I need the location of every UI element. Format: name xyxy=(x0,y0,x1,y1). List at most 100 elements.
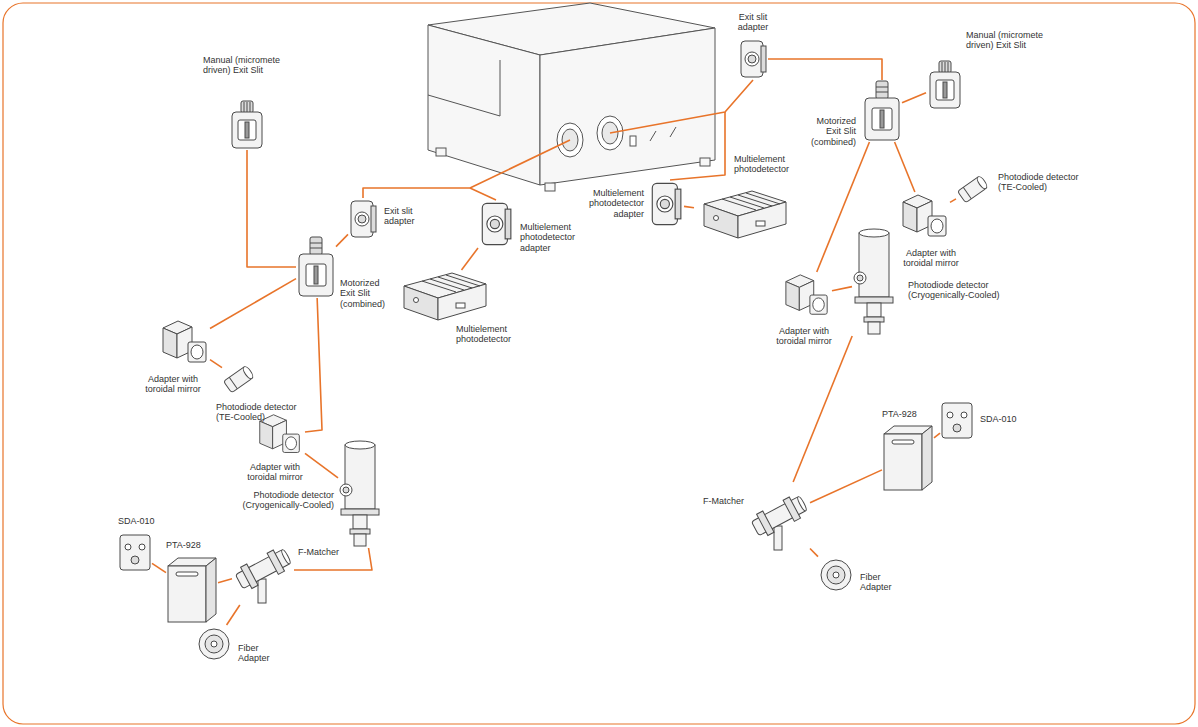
monochromator-illustration xyxy=(428,3,715,191)
fiber-adapter-icon xyxy=(821,560,851,590)
component-label: SDA-010 xyxy=(980,414,1030,424)
component-label: Multielement photodetector xyxy=(456,324,531,345)
connector-line xyxy=(793,336,852,482)
component-label: Photodiode detector (TE-Cooled) xyxy=(998,172,1093,193)
multielement-detector-icon xyxy=(704,191,786,238)
connector-line xyxy=(902,93,926,103)
motorized-slit-icon xyxy=(865,81,899,140)
component-label: Adapter with toroidal mirror xyxy=(774,326,834,347)
connector-line xyxy=(810,549,818,557)
label-holder: Multielement photodetector adapter xyxy=(570,188,644,219)
component-label: Photodiode detector (Cryogenically-Coole… xyxy=(908,280,1020,301)
connector-line xyxy=(817,142,870,272)
port-wire xyxy=(363,140,570,198)
sda-icon xyxy=(120,535,150,570)
label-holder: Multielement photodetector xyxy=(456,324,531,345)
label-holder: SDA-010 xyxy=(118,516,168,526)
label-holder: Photodiode detector (Cryogenically-Coole… xyxy=(238,490,334,511)
label-holder: Fiber Adapter xyxy=(238,643,282,664)
component-label: Photodiode detector (TE-Cooled) xyxy=(216,402,311,423)
component-label: Photodiode detector (Cryogenically-Coole… xyxy=(238,490,334,511)
component-node: Fiber Adapter xyxy=(818,556,854,594)
component-node: Motorized Exit Slit (combined) xyxy=(862,80,902,142)
label-holder: Photodiode detector (Cryogenically-Coole… xyxy=(908,280,1020,301)
component-label: Multielement photodetector adapter xyxy=(520,222,595,253)
toroidal-adapter-icon xyxy=(163,321,206,362)
port-wire xyxy=(470,188,496,200)
label-holder: Adapter with toroidal mirror xyxy=(240,462,310,483)
component-node: Adapter with toroidal mirror xyxy=(782,272,832,320)
component-label: PTA-928 xyxy=(882,409,936,419)
component-node: Multielement photodetector adapter xyxy=(478,200,514,248)
component-node: Adapter with toroidal mirror xyxy=(900,192,950,242)
connector-line xyxy=(950,199,956,203)
connector-line xyxy=(227,605,240,625)
toroidal-adapter-icon xyxy=(786,275,827,314)
component-node: Exit slit adapter xyxy=(738,38,768,80)
component-node: Manual (micromete driven) Exit Slit xyxy=(228,100,266,150)
connector-line xyxy=(305,298,322,432)
te-photodiode-icon xyxy=(958,175,989,203)
pta-icon xyxy=(168,558,216,622)
connector-line xyxy=(462,248,479,270)
component-label: Multielement photodetector adapter xyxy=(570,188,644,219)
label-holder: Motorized Exit Slit (combined) xyxy=(340,278,390,309)
detector-adapter-icon xyxy=(482,203,511,244)
component-node: Adapter with toroidal mirror xyxy=(160,318,210,368)
component-label: Multielement photodetector xyxy=(734,154,824,175)
component-node: Fiber Adapter xyxy=(196,625,232,663)
connector-line xyxy=(210,360,222,368)
cryo-photodiode-icon xyxy=(854,229,893,334)
port-wires xyxy=(363,80,753,200)
component-label: Fiber Adapter xyxy=(860,572,904,593)
label-holder: Exit slit adapter xyxy=(384,206,444,227)
connector-line xyxy=(895,142,915,192)
component-node: SDA-010 xyxy=(940,400,974,440)
component-node: Multielement photodetector xyxy=(694,188,790,240)
connector-line xyxy=(336,234,348,246)
component-label: Exit slit adapter xyxy=(723,12,783,33)
toroidal-adapter-icon xyxy=(903,195,946,236)
connector-line xyxy=(934,433,940,438)
connector-line xyxy=(768,59,882,80)
port-wire xyxy=(610,80,753,133)
sda-icon xyxy=(942,403,972,438)
connector-line xyxy=(294,548,372,570)
motorized-slit-icon xyxy=(299,237,333,296)
label-holder: F-Matcher xyxy=(298,547,352,557)
connector-line xyxy=(152,563,166,572)
component-label: Adapter with toroidal mirror xyxy=(140,374,206,395)
component-label: Adapter with toroidal mirror xyxy=(240,462,310,483)
component-node: SDA-010 xyxy=(118,532,152,572)
component-label: Motorized Exit Slit (combined) xyxy=(800,116,856,147)
component-node: Photodiode detector (TE-Cooled) xyxy=(956,172,990,206)
component-label: Motorized Exit Slit (combined) xyxy=(340,278,390,309)
component-label: Manual (micromete driven) Exit Slit xyxy=(966,30,1051,51)
component-node: Exit slit adapter xyxy=(348,198,378,240)
label-holder: PTA-928 xyxy=(166,540,220,550)
component-node: F-Matcher xyxy=(748,482,810,552)
component-label: F-Matcher xyxy=(686,496,744,506)
te-photodiode-icon xyxy=(224,365,255,393)
f-matcher-icon xyxy=(750,492,810,550)
slit-adapter-icon xyxy=(351,201,376,237)
component-node: Motorized Exit Slit (combined) xyxy=(296,236,336,298)
component-label: SDA-010 xyxy=(118,516,168,526)
connector-line xyxy=(210,279,296,329)
multielement-detector-icon xyxy=(404,273,486,320)
component-label: Adapter with toroidal mirror xyxy=(896,248,966,269)
component-node: PTA-928 xyxy=(882,424,934,492)
label-holder: PTA-928 xyxy=(882,409,936,419)
label-holder: Multielement photodetector xyxy=(734,154,824,175)
component-label: Fiber Adapter xyxy=(238,643,282,664)
label-holder: Photodiode detector (TE-Cooled) xyxy=(998,172,1093,193)
manual-slit-icon xyxy=(232,101,262,148)
label-holder: SDA-010 xyxy=(980,414,1030,424)
label-holder: Adapter with toroidal mirror xyxy=(774,326,834,347)
connector-line xyxy=(247,150,296,267)
label-holder: F-Matcher xyxy=(686,496,744,506)
component-node: Adapter with toroidal mirror xyxy=(255,412,305,458)
